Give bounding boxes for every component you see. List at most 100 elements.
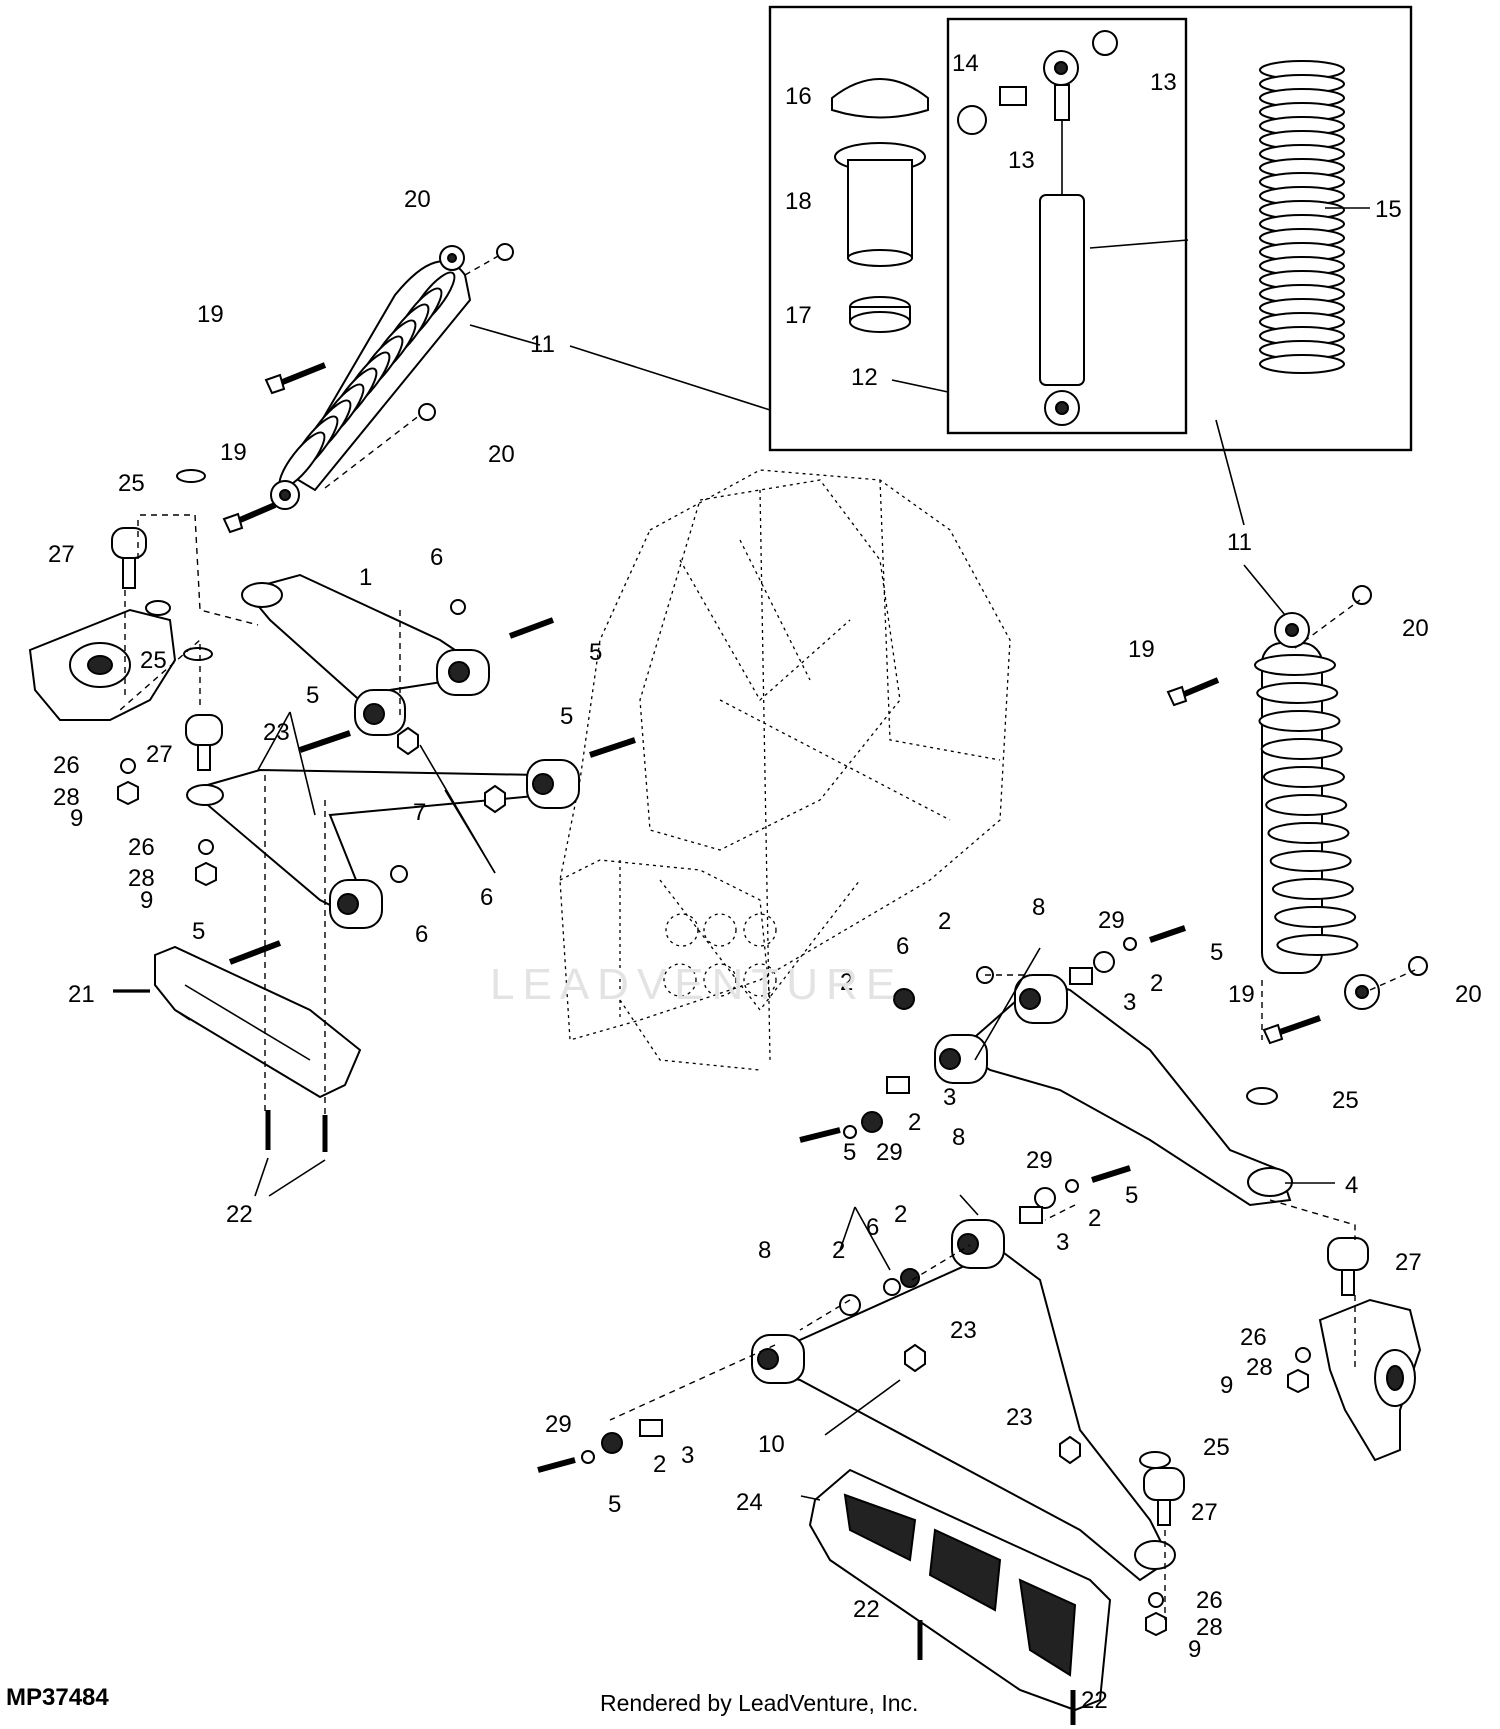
callout-19-d: 19 (1228, 981, 1255, 1008)
callout-13-b: 13 (1008, 147, 1035, 174)
leader-lines (113, 207, 1370, 1501)
callout-22-b: 22 (853, 1596, 880, 1623)
bushing-2-b (893, 988, 915, 1010)
bolt-5-c (589, 737, 636, 758)
callout-5-a: 5 (589, 639, 602, 666)
sleeve-3-d (639, 1419, 663, 1437)
callout-28-b: 28 (128, 865, 155, 892)
callout-28-a: 28 (53, 784, 80, 811)
callout-6-c: 6 (415, 921, 428, 948)
snap-ring-25-c (1246, 1087, 1278, 1105)
callout-2-c: 2 (840, 969, 853, 996)
callout-5-c: 5 (560, 703, 573, 730)
snap-ring-25-b (183, 647, 213, 661)
callout-25-c: 25 (1332, 1087, 1359, 1114)
callout-23-b: 23 (950, 1317, 977, 1344)
washer-29-d (581, 1450, 595, 1464)
nut-28-a (117, 780, 139, 806)
callout-9-c: 9 (1220, 1372, 1233, 1399)
callout-20-c: 20 (1402, 615, 1429, 642)
callout-3-c: 3 (1056, 1229, 1069, 1256)
nut-20-top-right (1352, 585, 1372, 605)
sleeve-3-a (1069, 967, 1093, 985)
callout-5-e: 5 (1210, 939, 1223, 966)
washer-26-c (1295, 1347, 1311, 1363)
bushing-2-f (900, 1268, 920, 1288)
callout-2-e: 2 (1088, 1205, 1101, 1232)
right-upper-a-arm (934, 974, 1293, 1207)
callout-26-a: 26 (53, 752, 80, 779)
callout-12: 12 (851, 364, 878, 391)
figure-code: MP37484 (6, 1684, 109, 1711)
callout-22-c: 22 (1081, 1687, 1108, 1714)
bushing-2-e (1034, 1187, 1056, 1209)
callout-1: 1 (359, 564, 372, 591)
callout-17: 17 (785, 302, 812, 329)
bushing-2-h (601, 1432, 623, 1454)
callout-27-b: 27 (146, 741, 173, 768)
callout-28-d: 28 (1196, 1614, 1223, 1641)
spring-seat-cap-16 (831, 78, 929, 119)
bolt-5-a (508, 617, 555, 639)
callout-numbers: 1 2 2 2 2 2 2 2 2 3 3 3 3 4 5 5 5 5 5 5 … (48, 50, 1482, 1714)
bushing-13-left (957, 105, 987, 135)
callout-29-b: 29 (876, 1139, 903, 1166)
shock-absorber-subframe (946, 17, 1188, 435)
callout-13-a: 13 (1150, 69, 1177, 96)
callout-6-b: 6 (480, 884, 493, 911)
callout-9-b: 9 (140, 887, 153, 914)
callout-6-a: 6 (430, 544, 443, 571)
ball-joint-27-lower-left (185, 714, 223, 771)
nut-6-e (883, 1278, 901, 1296)
callout-19-a: 19 (197, 301, 224, 328)
callout-25-d: 25 (1203, 1434, 1230, 1461)
callout-29-c: 29 (1026, 1147, 1053, 1174)
watermark: LEADVENTURE (490, 960, 904, 1009)
callout-21: 21 (68, 981, 95, 1008)
callout-25-a: 25 (118, 470, 145, 497)
nut-20-right (1408, 956, 1428, 976)
left-shock-coilover (270, 245, 472, 510)
callout-5-f: 5 (843, 1139, 856, 1166)
callout-2-f: 2 (894, 1201, 907, 1228)
callout-26-c: 26 (1240, 1324, 1267, 1351)
washer-29-b (843, 1125, 857, 1139)
callout-18: 18 (785, 188, 812, 215)
callout-8-b: 8 (952, 1124, 965, 1151)
callout-16: 16 (785, 83, 812, 110)
callout-26-b: 26 (128, 834, 155, 861)
callout-20-a: 20 (404, 186, 431, 213)
callout-2-b: 2 (1150, 970, 1163, 997)
callout-9-a: 9 (70, 805, 83, 832)
callout-3-d: 3 (681, 1442, 694, 1469)
callout-19-c: 19 (1128, 636, 1155, 663)
bolt-5-h (537, 1457, 576, 1473)
ball-joint-27-upper-right (1327, 1237, 1369, 1296)
bolt-19-lower-right (1262, 1015, 1321, 1045)
bushing-2-c (861, 1111, 883, 1133)
vehicle-frame (559, 469, 1011, 1071)
callout-29-d: 29 (545, 1411, 572, 1438)
callout-22-a: 22 (226, 1201, 253, 1228)
callout-5-g: 5 (1125, 1182, 1138, 1209)
left-lower-a-arm (186, 759, 580, 929)
bolt-19-upper-left (264, 362, 327, 395)
callout-5-d: 5 (192, 918, 205, 945)
callout-3-b: 3 (943, 1084, 956, 1111)
callout-6-d: 6 (896, 933, 909, 960)
callout-23-c: 23 (1006, 1404, 1033, 1431)
nut-6-a (450, 599, 466, 615)
callout-7: 7 (413, 799, 426, 826)
ball-joint-27-upper-left (111, 527, 147, 589)
callout-3-a: 3 (1123, 989, 1136, 1016)
callout-9-d: 9 (1188, 1636, 1201, 1663)
snap-ring-25-d (1139, 1451, 1171, 1469)
washer-26-a (120, 758, 136, 774)
bolt-19-upper-right (1166, 677, 1220, 707)
callout-27-d: 27 (1191, 1499, 1218, 1526)
callout-11-b: 11 (1227, 529, 1252, 556)
skid-plate-21 (154, 945, 362, 1099)
skid-plate-24 (808, 1468, 1112, 1712)
bolt-5-b (299, 730, 351, 753)
